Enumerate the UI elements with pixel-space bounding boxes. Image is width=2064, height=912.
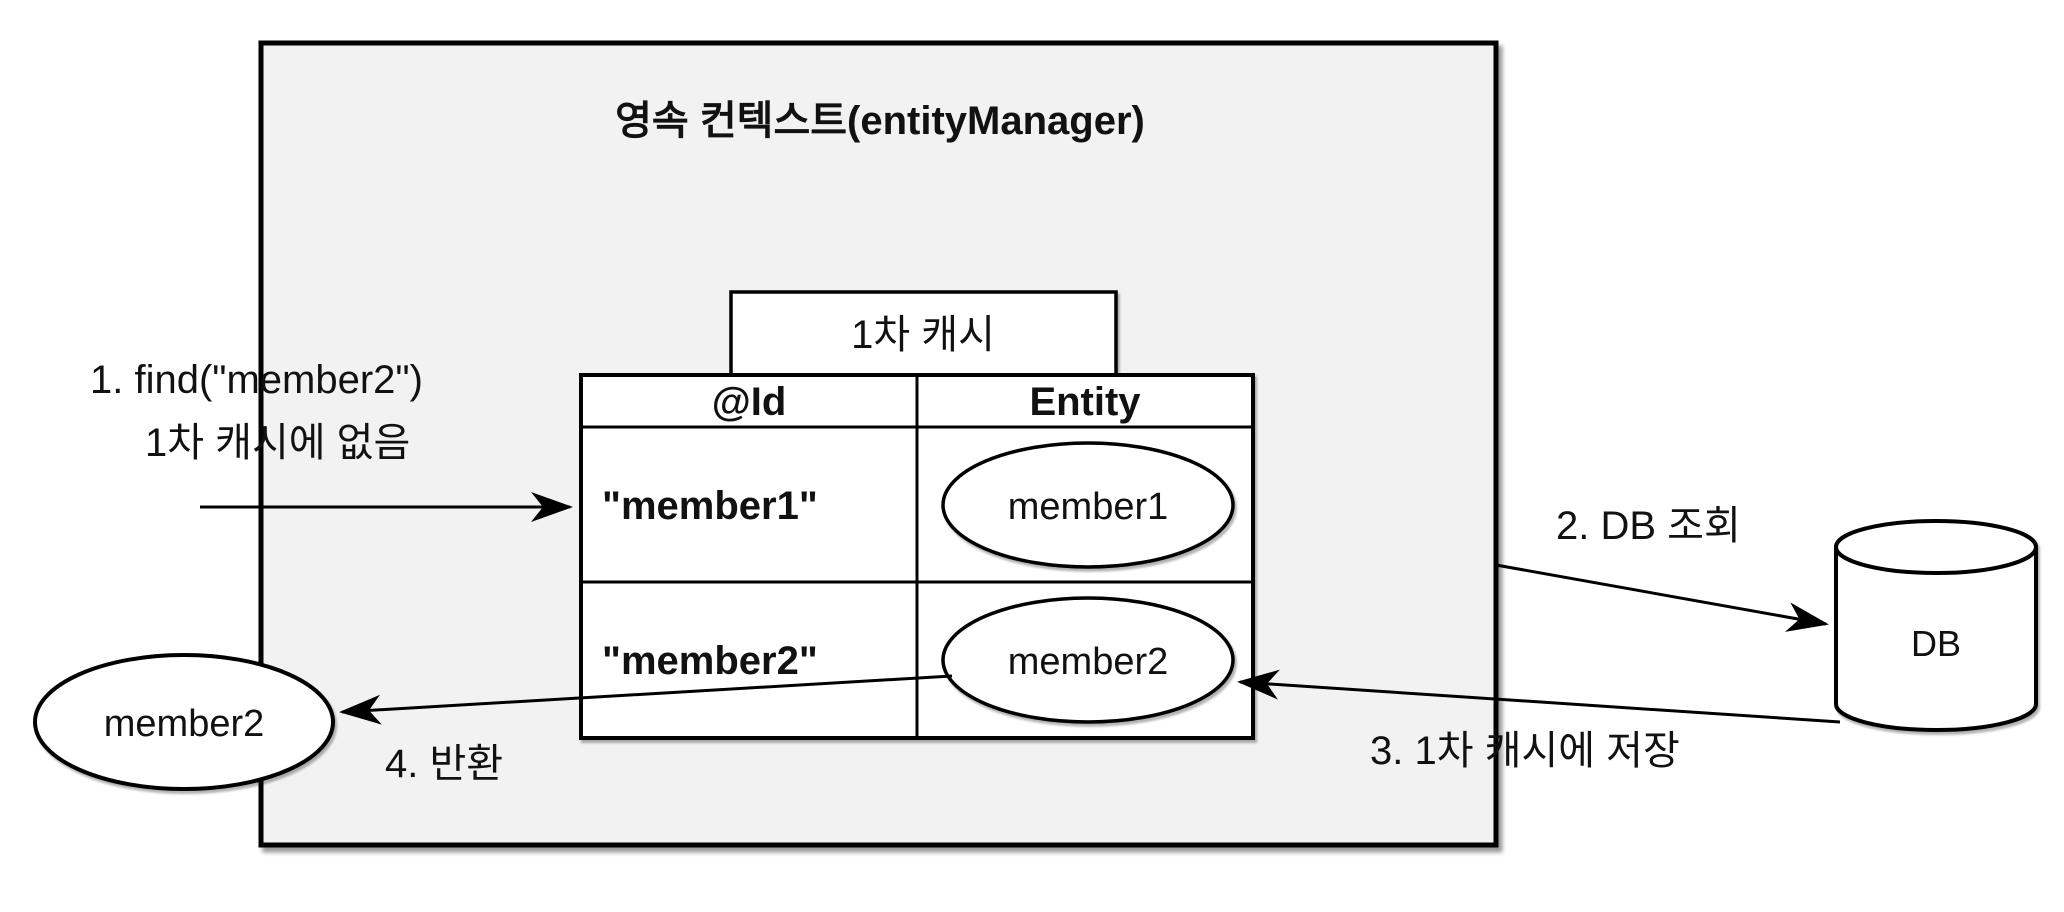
step4-return-label: 4. 반환 — [385, 742, 503, 786]
db-cylinder-top — [1834, 519, 2038, 575]
db-label: DB — [1911, 623, 1961, 664]
first-level-cache-label: 1차 캐시 — [851, 313, 995, 357]
arrow-step4-return — [339, 674, 953, 725]
column-header-id: @Id — [712, 380, 787, 424]
cache-row2-entity-label: member2 — [1008, 641, 1169, 683]
step2-db-query-label: 2. DB 조회 — [1556, 504, 1741, 548]
cache-table: @Id Entity "member1" member1 "member2" m… — [579, 373, 1255, 740]
arrow-step3-store-cache — [1237, 669, 1841, 724]
cache-row1-entity-label: member1 — [1008, 486, 1169, 528]
arrow-step2-db-query — [1495, 563, 1829, 632]
step3-store-cache-label: 3. 1차 캐시에 저장 — [1370, 729, 1680, 773]
first-level-cache-label-box — [729, 290, 1118, 380]
persistence-context-title: 영속 컨텍스트(entityManager) — [615, 99, 1145, 143]
db-cylinder: DB — [1834, 519, 2038, 732]
result-entity-label: member2 — [104, 703, 265, 745]
db-cylinder-body — [1834, 545, 2038, 732]
cache-row2-id: "member2" — [602, 639, 818, 683]
result-entity-ellipse — [33, 653, 335, 791]
cache-row1-id: "member1" — [602, 484, 818, 528]
step1-cache-miss-label: 1차 캐시에 없음 — [145, 421, 410, 465]
column-header-entity: Entity — [1029, 380, 1141, 424]
cache-row1-entity-ellipse — [941, 441, 1235, 569]
step1-find-label: 1. find("member2") — [90, 358, 423, 402]
cache-row2-entity-ellipse — [941, 596, 1235, 724]
